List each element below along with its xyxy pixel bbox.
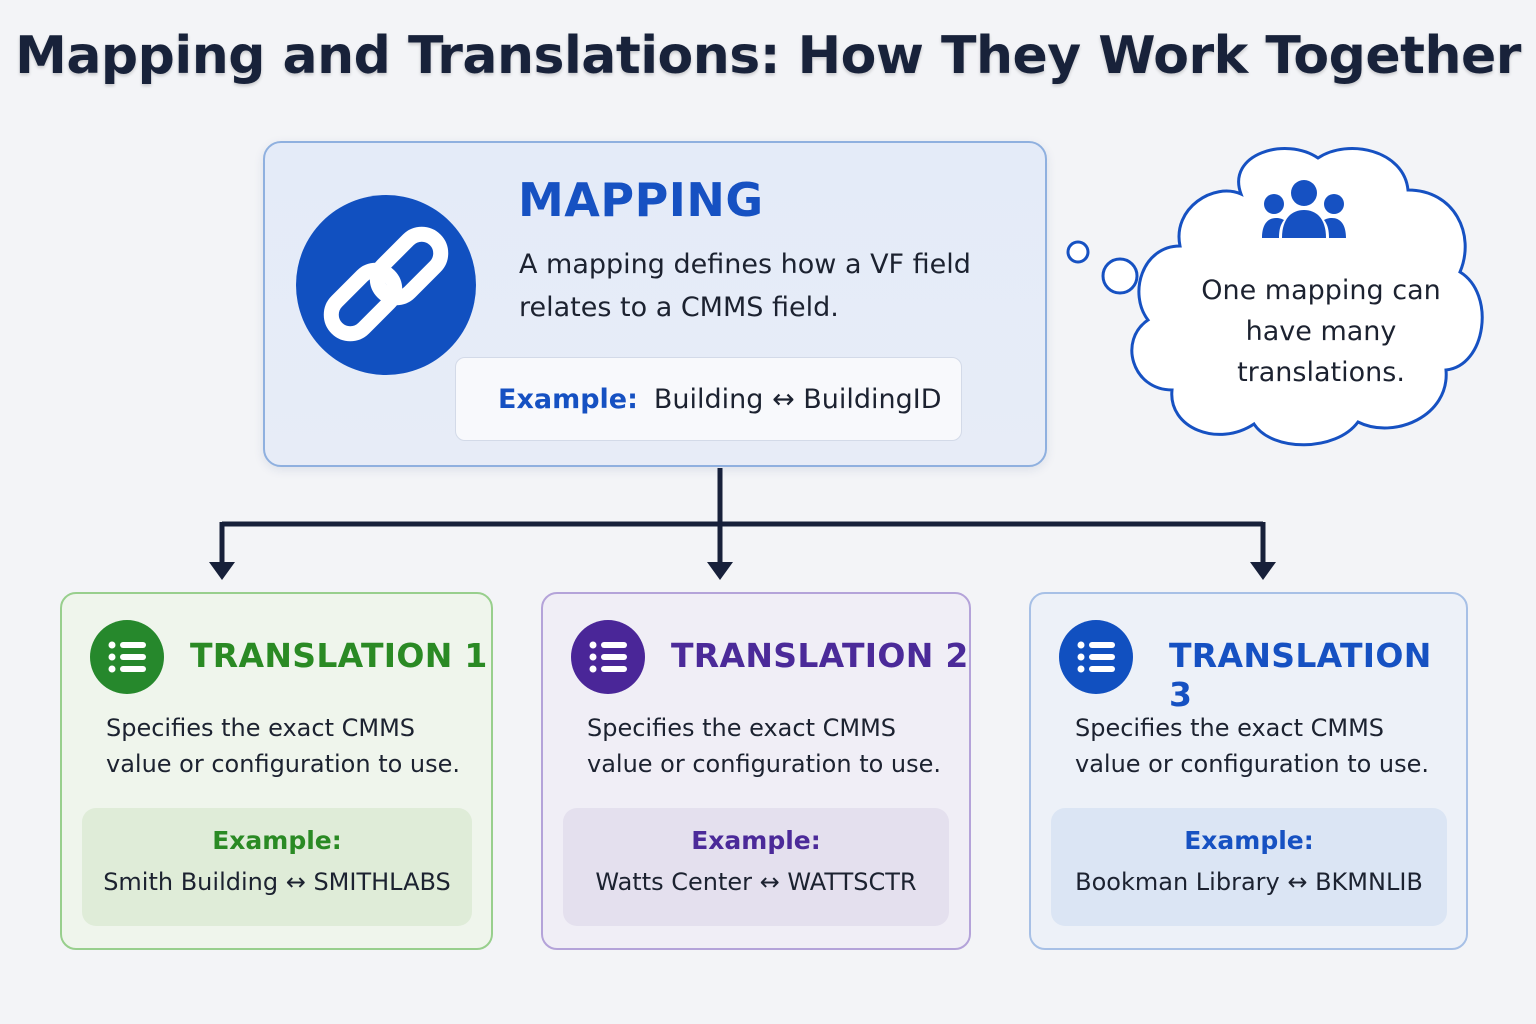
page-title: Mapping and Translations: How They Work …	[15, 26, 1521, 86]
translation-example-label: Example:	[212, 826, 342, 855]
thought-cloud	[1130, 147, 1484, 447]
translation-card-2: TRANSLATION 2 Specifies the exact CMMS v…	[541, 592, 971, 950]
translation-example-value: Watts Center ↔ WATTSCTR	[595, 868, 917, 896]
translation-title: TRANSLATION 2	[671, 636, 969, 675]
thought-dot-small	[1066, 240, 1090, 264]
list-icon	[571, 620, 645, 694]
arrowhead-2	[707, 562, 733, 580]
mapping-example-label: Example:	[498, 383, 638, 415]
link-icon	[296, 195, 476, 375]
translation-title: TRANSLATION 1	[190, 636, 488, 675]
mapping-card: MAPPING A mapping defines how a VF field…	[263, 141, 1047, 467]
translation-description: Specifies the exact CMMS value or config…	[587, 714, 942, 778]
arrowhead-3	[1250, 562, 1276, 580]
mapping-example-box: Example: Building ↔ BuildingID	[455, 357, 962, 441]
translation-example-box: Example: Smith Building ↔ SMITHLABS	[82, 808, 472, 926]
translation-description: Specifies the exact CMMS value or config…	[106, 714, 461, 778]
translation-example-label: Example:	[691, 826, 821, 855]
translation-title: TRANSLATION 3	[1169, 636, 1432, 714]
translation-example-box: Example: Watts Center ↔ WATTSCTR	[563, 808, 949, 926]
thought-bubble: One mapping can have many translations.	[1056, 134, 1496, 454]
translation-card-1: TRANSLATION 1 Specifies the exact CMMS v…	[60, 592, 493, 950]
list-icon	[90, 620, 164, 694]
mapping-title: MAPPING	[518, 173, 764, 227]
translation-example-label: Example:	[1184, 826, 1314, 855]
translation-example-box: Example: Bookman Library ↔ BKMNLIB	[1051, 808, 1447, 926]
callout-text: One mapping can have many translations.	[1201, 275, 1441, 388]
translation-card-3: TRANSLATION 3 Specifies the exact CMMS v…	[1029, 592, 1468, 950]
translation-example-value: Smith Building ↔ SMITHLABS	[103, 868, 451, 896]
people-icon	[1262, 180, 1346, 254]
translation-example-value: Bookman Library ↔ BKMNLIB	[1075, 868, 1423, 896]
thought-dot-medium	[1101, 257, 1139, 295]
mapping-example-value: Building ↔ BuildingID	[653, 383, 942, 415]
mapping-description: A mapping defines how a VF field relates…	[519, 249, 971, 323]
list-icon	[1059, 620, 1133, 694]
arrowhead-1	[209, 562, 235, 580]
translation-description: Specifies the exact CMMS value or config…	[1075, 714, 1430, 778]
